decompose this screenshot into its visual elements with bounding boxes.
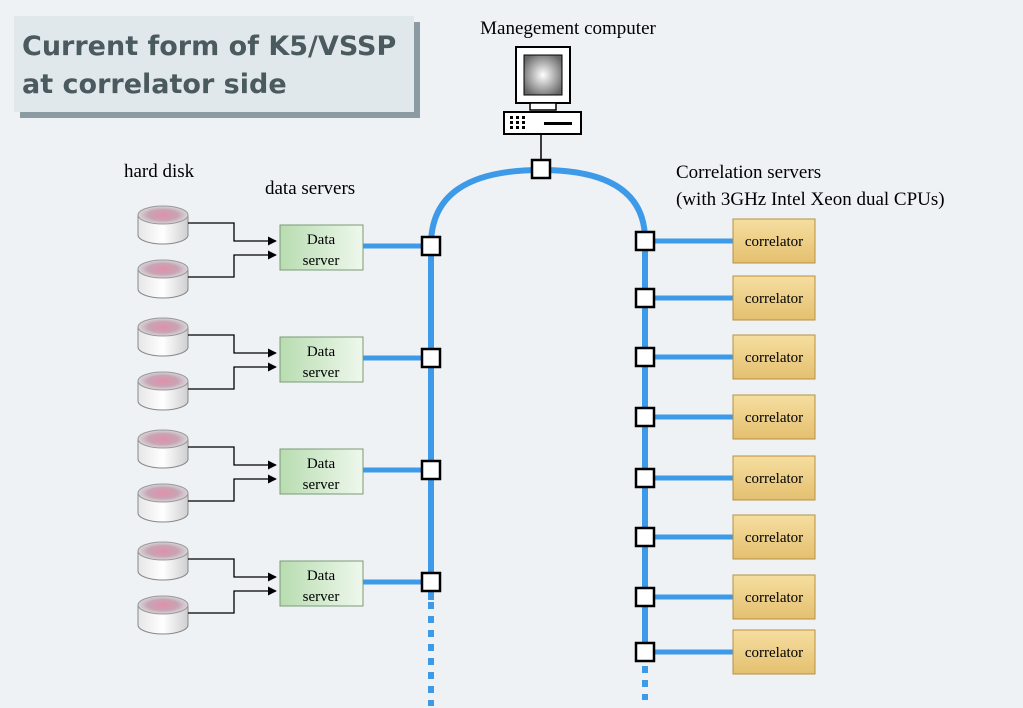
correlator-label: correlator [745,471,803,487]
hard-disk-label: hard disk [124,161,195,182]
data-server-label-line1: Data [307,232,336,248]
data-server: Data server [279,336,364,383]
management-network-port [530,158,552,180]
desktop-computer-icon [503,46,582,135]
correlator-box [732,455,816,501]
management-computer: Manegement computer [480,18,657,180]
correlator-label: correlator [745,291,803,307]
network-backbone [428,166,648,706]
network-port [634,406,656,428]
disk-connector [188,250,277,278]
cylinder-disk-icon [137,595,189,635]
correlator-label: correlator [745,234,803,250]
disk-connector [188,586,277,614]
correlation-servers-sublabel: (with 3GHz Intel Xeon dual CPUs) [676,189,945,210]
correlator-row: correlator [634,394,816,440]
network-port [420,571,442,593]
correlator-row: correlator [634,629,816,675]
data-server-label-line1: Data [307,344,336,360]
network-bus [428,166,648,650]
title-line-1: Current form of K5/VSSP [22,31,397,62]
data-servers-label: data servers [265,178,355,199]
data-server-label-line2: server [303,365,340,381]
network-port [634,641,656,663]
disk-connector [188,474,277,502]
network-port [634,287,656,309]
correlator-row: correlator [634,574,816,620]
cylinder-disk-icon [137,205,189,245]
cylinder-disk-icon [137,483,189,523]
network-port [420,347,442,369]
correlator-label: correlator [745,645,803,661]
cylinder-disk-icon [137,371,189,411]
data-server-group: Data server [137,429,442,523]
correlator-label: correlator [745,350,803,366]
correlation-servers-label: Correlation servers [676,162,821,183]
data-server: Data server [279,224,364,271]
cylinder-disk-icon [137,259,189,299]
data-server-group: Data server [137,317,442,411]
data-server: Data server [279,448,364,495]
correlator-label: correlator [745,410,803,426]
data-server-label-line1: Data [307,568,336,584]
correlator-box [732,394,816,440]
cylinder-disk-icon [137,541,189,581]
correlator-label: correlator [745,530,803,546]
correlator-list: correlator correlator correlator correlator… [634,218,816,675]
network-port [634,467,656,489]
network-port [634,526,656,548]
correlator-box [732,574,816,620]
data-server: Data server [279,560,364,607]
disk-connector [188,334,277,358]
correlator-box [732,629,816,675]
data-server-label-line2: server [303,477,340,493]
network-port [634,346,656,368]
management-computer-label: Manegement computer [480,18,656,39]
disk-connector [188,446,277,470]
slide-title: Current form of K5/VSSP at correlator si… [14,16,414,112]
correlator-row: correlator [634,334,816,380]
network-port [420,235,442,257]
correlator-box [732,218,816,264]
data-server-label-line1: Data [307,456,336,472]
disk-connector [188,558,277,582]
cylinder-disk-icon [137,429,189,469]
network-port [634,230,656,252]
correlator-row: correlator [634,218,816,264]
correlator-row: correlator [634,275,816,321]
network-port [420,459,442,481]
disk-connector [188,222,277,246]
disk-connector [188,362,277,390]
cylinder-disk-icon [137,317,189,357]
data-server-label-line2: server [303,253,340,269]
network-port [634,586,656,608]
correlator-row: correlator [634,455,816,501]
correlator-label: correlator [745,590,803,606]
correlator-row: correlator [634,514,816,560]
data-server-group: Data server [137,541,442,635]
data-server-group: Data server [137,205,442,299]
correlator-box [732,334,816,380]
correlator-box [732,275,816,321]
correlator-box [732,514,816,560]
title-line-2: at correlator side [22,69,287,100]
data-server-label-line2: server [303,589,340,605]
